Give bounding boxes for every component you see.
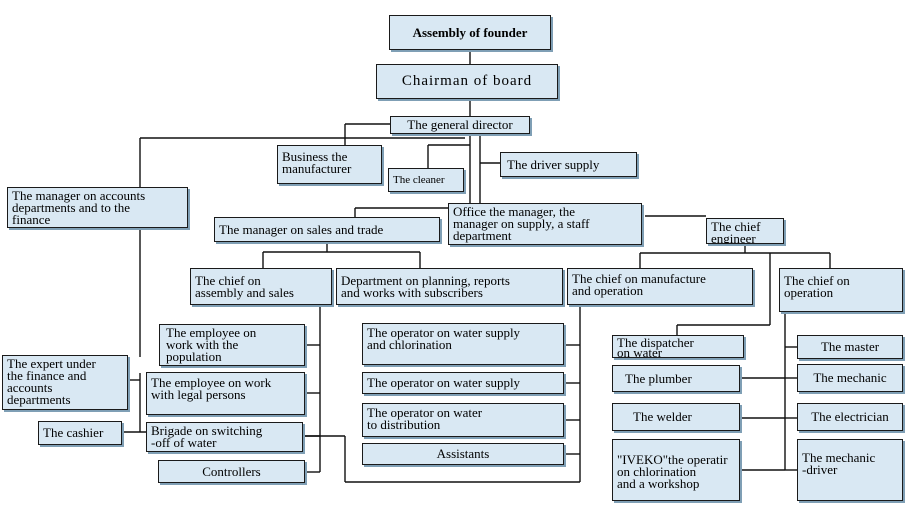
chief-manufacture-node: The chief on manufacture and operation xyxy=(567,268,753,305)
employee-population-node: The employee on work with the population xyxy=(159,324,305,366)
iveko-operator-node: "IVEKO"the operatir on chlorination and … xyxy=(612,439,740,501)
assistants-node: Assistants xyxy=(362,443,564,465)
employee-legal-node: The employee on work with legal persons xyxy=(146,372,305,415)
finance-manager-node: The manager on accounts departments and … xyxy=(7,187,188,228)
mechanic-node: The mechanic xyxy=(797,364,903,392)
brigade-switching-node: Brigade on switching -off of water xyxy=(146,422,303,452)
department-planning-node: Department on planning, reports and work… xyxy=(336,268,563,305)
finance-expert-node: The expert under the finance and account… xyxy=(2,355,128,410)
chief-engineer-node: The chief engineer xyxy=(706,218,784,244)
dispatcher-node: The dispatcher on water xyxy=(612,335,744,358)
chief-operation-node: The chief on operation xyxy=(779,268,903,312)
operator-chlorination-node: The operator on water supply and chlorin… xyxy=(362,323,564,365)
plumber-node: The plumber xyxy=(612,365,740,392)
master-node: The master xyxy=(797,335,903,359)
controllers-node: Controllers xyxy=(158,460,305,483)
office-manager-node: Office the manager, the manager on suppl… xyxy=(448,203,642,245)
chairman-node: Chairman of board xyxy=(376,64,558,99)
electrician-node: The electrician xyxy=(797,403,903,431)
sales-manager-node: The manager on sales and trade xyxy=(214,217,440,242)
chief-assembly-sales-node: The chief on assembly and sales xyxy=(190,268,332,305)
cleaner-node: The cleaner xyxy=(388,168,464,192)
general-director-node: The general director xyxy=(390,116,530,134)
cashier-node: The cashier xyxy=(38,421,122,445)
welder-node: The welder xyxy=(612,403,740,431)
operator-water-supply-node: The operator on water supply xyxy=(362,372,564,394)
driver-supply-node: The driver supply xyxy=(500,152,637,177)
mechanic-driver-node: The mechanic -driver xyxy=(797,439,903,501)
assembly-of-founder-node: Assembly of founder xyxy=(389,15,551,50)
business-manufacturer-node: Business the manufacturer xyxy=(277,145,382,184)
operator-distribution-node: The operator on water to distribution xyxy=(362,403,564,437)
